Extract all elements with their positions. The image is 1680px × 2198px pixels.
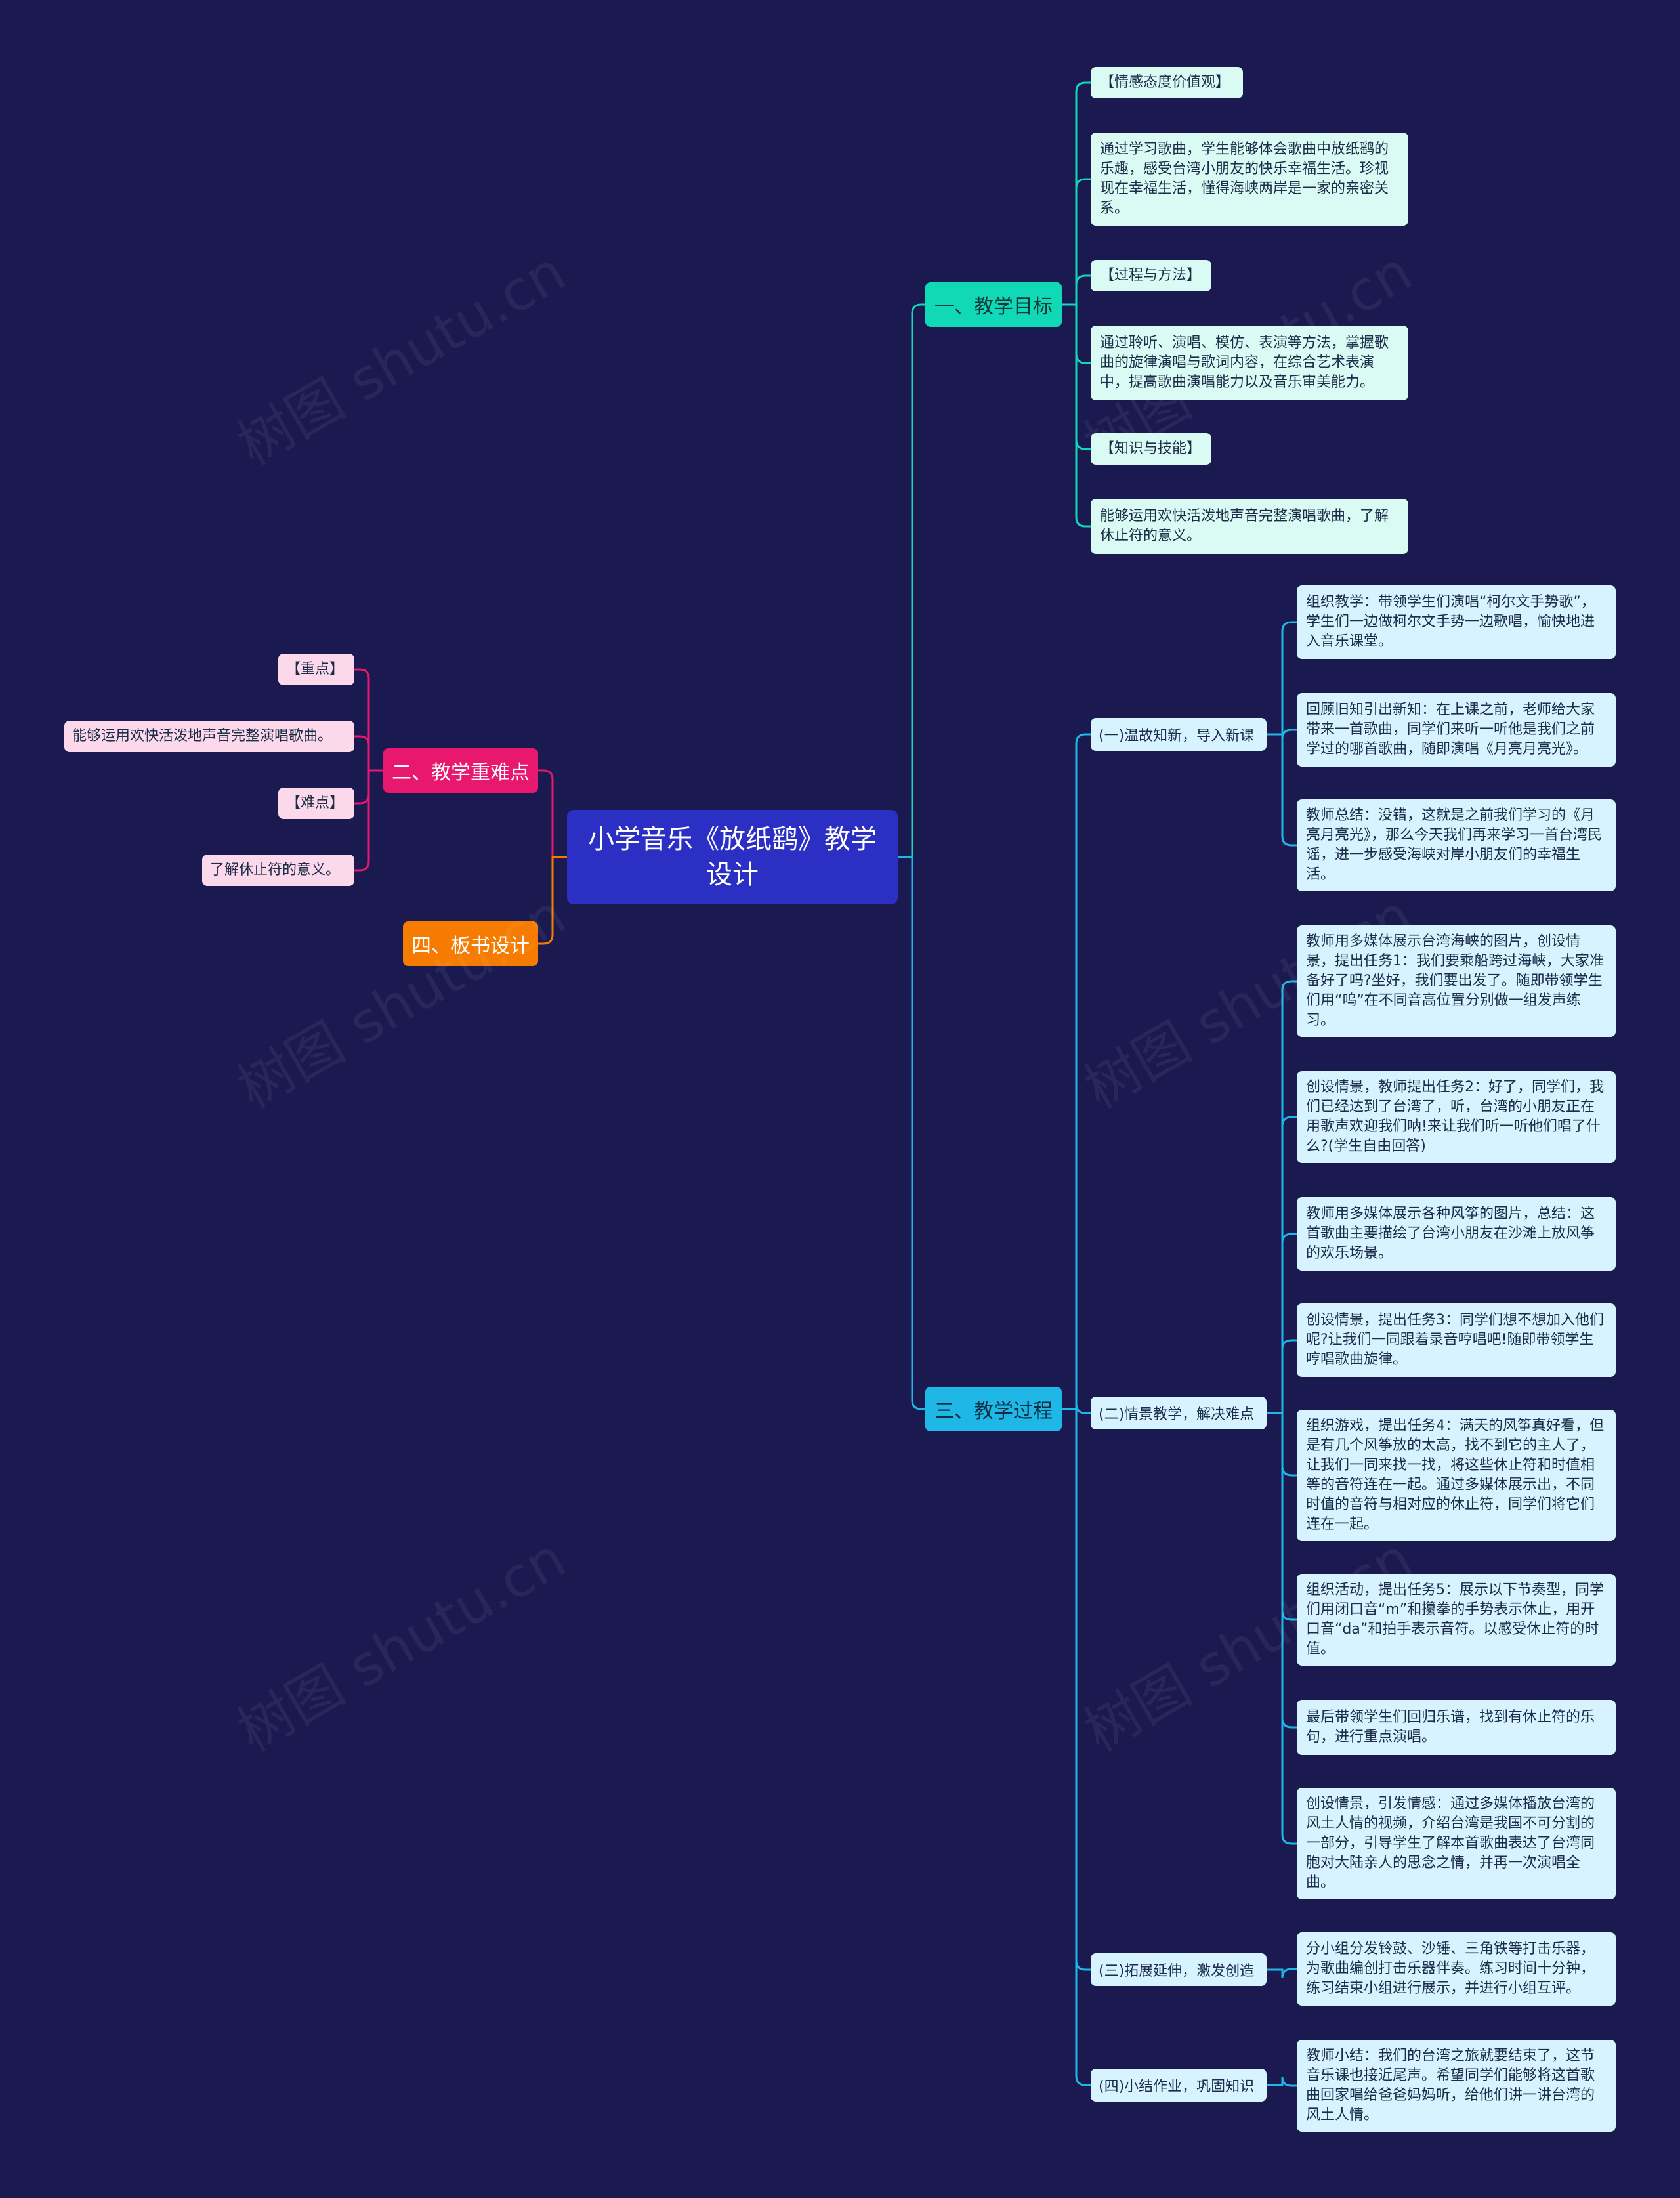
process-item[interactable]: 创设情景，提出任务3：同学们想不想加入他们呢?让我们一同跟着录音哼唱吧!随即带领…	[1297, 1303, 1616, 1377]
connector-keypoints-leaf	[354, 668, 383, 772]
goal-item[interactable]: 通过学习歌曲，学生能够体会歌曲中放纸鹞的乐趣，感受台湾小朋友的快乐幸福生活。珍视…	[1091, 133, 1408, 226]
goal-item[interactable]: 【过程与方法】	[1091, 260, 1211, 291]
keypoint-item[interactable]: 了解休止符的意义。	[202, 855, 354, 886]
process-item[interactable]: 组织教学：带领学生们演唱“柯尔文手势歌”，学生们一边做柯尔文手势一边歌唱，愉快地…	[1297, 585, 1616, 659]
connector-stage-leaf	[1267, 1116, 1297, 1414]
goal-item[interactable]: 通过聆听、演唱、模仿、表演等方法，掌握歌曲的旋律演唱与歌词内容，在综合艺术表演中…	[1091, 326, 1408, 400]
goal-item[interactable]: 【情感态度价值观】	[1091, 67, 1243, 98]
connector-root-board	[538, 856, 567, 945]
branch-key-difficult-points[interactable]: 二、教学重难点	[383, 748, 538, 793]
process-item[interactable]: 教师总结：没错，这就是之前我们学习的《月亮月亮光》，那么今天我们再来学习一首台湾…	[1297, 799, 1616, 891]
connector-stage-leaf	[1267, 1233, 1297, 1414]
stage-4-summary[interactable]: (四)小结作业，巩固知识	[1091, 2069, 1267, 2102]
connector-process-stage	[1062, 1408, 1091, 2086]
process-item[interactable]: 教师用多媒体展示各种风筝的图片，总结：这首歌曲主要描绘了台湾小朋友在沙滩上放风筝…	[1297, 1197, 1616, 1271]
connector-stage-leaf	[1267, 1412, 1297, 1845]
process-item[interactable]: 最后带领学生们回归乐谱，找到有休止符的乐句，进行重点演唱。	[1297, 1700, 1616, 1755]
branch-teaching-process[interactable]: 三、教学过程	[925, 1387, 1062, 1431]
connector-root-keypoints	[538, 769, 567, 858]
process-item[interactable]: 教师用多媒体展示台湾海峡的图片，创设情景，提出任务1：我们要乘船跨过海峡，大家准…	[1297, 925, 1616, 1037]
stage-1-review[interactable]: (一)温故知新，导入新课	[1091, 718, 1267, 751]
process-item[interactable]: 创设情景，引发情感：通过多媒体播放台湾的风土人情的视频，介绍台湾是我国不可分割的…	[1297, 1788, 1616, 1899]
process-item[interactable]: 组织活动，提出任务5：展示以下节奏型，同学们用闭口音“m”和攥拳的手势表示休止，…	[1297, 1574, 1616, 1666]
process-item[interactable]: 组织游戏，提出任务4：满天的风筝真好看，但是有几个风筝放的太高，找不到它的主人了…	[1297, 1410, 1616, 1541]
connector-stage-leaf	[1267, 1339, 1297, 1414]
root-topic[interactable]: 小学音乐《放纸鹞》教学设计	[567, 810, 898, 904]
connector-stage-leaf	[1267, 980, 1297, 1414]
connector-stage-leaf	[1267, 2076, 1297, 2087]
connector-goals-leaf	[1062, 274, 1091, 306]
branch-teaching-goals[interactable]: 一、教学目标	[925, 282, 1062, 327]
keypoint-item[interactable]: 【重点】	[278, 654, 354, 685]
connector-process-stage	[1062, 1403, 1091, 1414]
connector-keypoints-leaf	[354, 769, 383, 872]
process-item[interactable]: 教师小结：我们的台湾之旅就要结束了，这节音乐课也接近尾声。希望同学们能够将这首歌…	[1297, 2040, 1616, 2132]
keypoint-item[interactable]: 【难点】	[278, 788, 354, 819]
keypoint-item[interactable]: 能够运用欢快活泼地声音完整演唱歌曲。	[64, 721, 354, 752]
connector-keypoints-leaf	[354, 735, 383, 772]
process-item[interactable]: 回顾旧知引出新知：在上课之前，老师给大家带来一首歌曲，同学们来听一听他是我们之前…	[1297, 693, 1616, 767]
connector-goals-leaf	[1062, 81, 1091, 306]
connector-stage-leaf	[1267, 733, 1297, 847]
stage-2-situational[interactable]: (二)情景教学，解决难点	[1091, 1397, 1267, 1429]
process-item[interactable]: 分小组分发铃鼓、沙锤、三角铁等打击乐器，为歌曲编创打击乐器伴奏。练习时间十分钟，…	[1297, 1932, 1616, 2006]
goal-item[interactable]: 【知识与技能】	[1091, 433, 1211, 465]
stage-3-extension[interactable]: (三)拓展延伸，激发创造	[1091, 1953, 1267, 1986]
connector-root-goals	[898, 303, 925, 858]
connector-stage-leaf	[1267, 621, 1297, 736]
process-item[interactable]: 创设情景，教师提出任务2：好了，同学们，我们已经达到了台湾了，听，台湾的小朋友正…	[1297, 1071, 1616, 1163]
connector-goals-leaf	[1062, 303, 1091, 528]
goal-item[interactable]: 能够运用欢快活泼地声音完整演唱歌曲，了解休止符的意义。	[1091, 499, 1408, 554]
connector-process-stage	[1062, 733, 1091, 1410]
connector-goals-leaf	[1062, 178, 1091, 306]
branch-board-design[interactable]: 四、板书设计	[403, 921, 538, 966]
connector-stage-leaf	[1267, 1968, 1297, 1979]
connector-root-process	[898, 856, 925, 1410]
